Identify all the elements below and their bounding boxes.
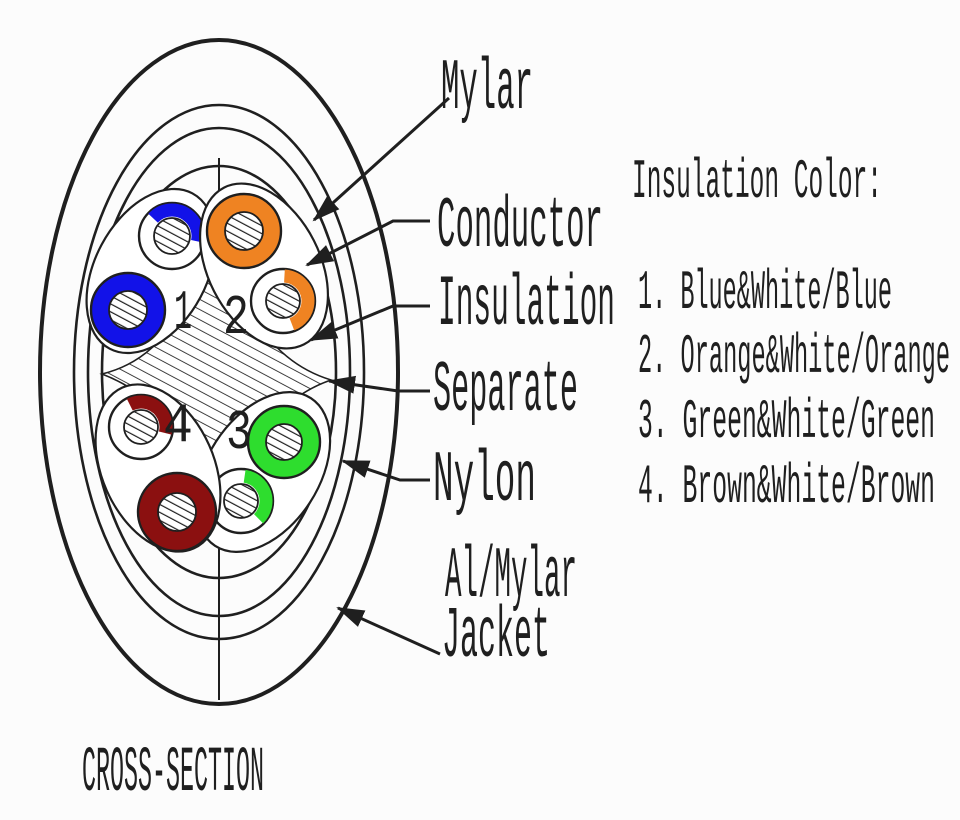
label-conductor: Conductor [437,186,603,268]
pair-4-group [94,383,222,553]
legend-item-green: 3. Green&White/Green [638,390,935,454]
wire-white-brown-stripe [109,395,173,459]
label-al-mylar: Al/Mylar [445,536,577,618]
wire-orange-conductor [224,211,264,251]
wire-white-brown-conductor [123,409,159,445]
leader-lines [305,96,451,656]
wire-blue-conductor [108,290,148,330]
wire-white-orange-conductor [265,283,301,319]
label-separate: Separate [433,350,578,432]
legend-item-brown: 4. Brown&White/Brown [638,455,935,519]
layer-labels: Mylar Conductor Insulation Separate Nylo… [433,48,615,678]
wire-white-blue-conductor [153,217,191,255]
pair-4-number: 4 [163,394,193,458]
leader-nylon [341,459,430,482]
leader-separate [327,375,430,394]
jacket-ring [38,38,400,706]
wire-white-orange-stripe [251,269,315,333]
leader-mylar [312,96,451,222]
label-jacket: Jacket [442,596,550,678]
pair-2-group [198,182,330,350]
pair-numbers: 1 2 3 4 [163,281,252,465]
legend-item-orange: 2. Orange&White/Orange [638,325,950,389]
insulation-color-legend: Insulation Color: 1. Blue&White/Blue 2. … [632,150,950,519]
pair-2-number: 2 [223,286,249,350]
pair-1-number: 1 [174,281,192,345]
leader-jacket [336,606,441,656]
pair-3-number: 3 [226,401,252,465]
label-nylon: Nylon [433,440,536,522]
pair-1-group [85,187,217,355]
caption-cross-section: CROSS-SECTION [82,738,264,810]
label-mylar: Mylar [441,48,533,130]
legend-item-blue: 1. Blue&White/Blue [638,261,892,325]
leader-conductor [305,219,430,267]
legend-heading: Insulation Color: [632,150,882,214]
leader-insulation [309,304,430,342]
label-insulation: Insulation [438,264,615,346]
pair-3-group [194,391,332,553]
wire-brown-conductor [157,492,197,532]
wire-white-blue-stripe [139,203,205,269]
wire-green-conductor [265,423,303,461]
wire-white-green-conductor [223,483,259,519]
wire-white-green-stripe [209,469,273,533]
